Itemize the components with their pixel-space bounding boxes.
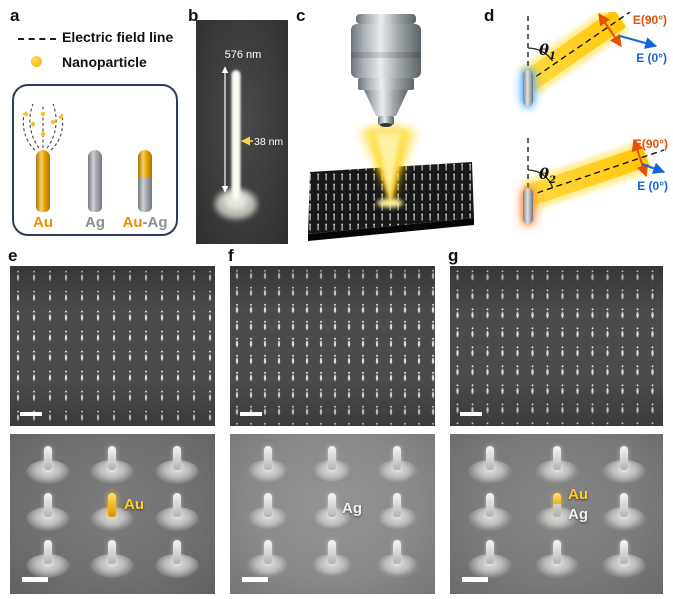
scale-bar bbox=[242, 577, 268, 582]
pillar bbox=[21, 532, 75, 578]
pillar bbox=[241, 438, 295, 484]
microscope-illustration bbox=[308, 14, 474, 241]
e0-label: E (0°) bbox=[637, 179, 668, 193]
scale-bar bbox=[20, 412, 42, 416]
material-label-ag: Ag bbox=[568, 506, 588, 523]
pillar bbox=[241, 485, 295, 531]
scale-bar bbox=[460, 412, 482, 416]
pillar bbox=[597, 438, 651, 484]
sem-closeup-image-auag: Au Ag bbox=[450, 434, 663, 594]
panel-g-letter: g bbox=[448, 246, 459, 265]
pillar bbox=[85, 532, 139, 578]
pillar bbox=[370, 485, 424, 531]
material-label-ag: Ag bbox=[342, 500, 362, 517]
bimetal-label-ag: -Ag bbox=[142, 214, 168, 231]
pillar bbox=[305, 438, 359, 484]
gold-silver-nanorod bbox=[138, 150, 152, 212]
panel-b-letter: b bbox=[188, 6, 199, 25]
dashed-field-line-icon bbox=[18, 38, 56, 40]
pillar bbox=[463, 438, 517, 484]
light-beam bbox=[358, 124, 418, 208]
pillar bbox=[370, 438, 424, 484]
silver-rod-label: Ag bbox=[85, 214, 105, 231]
nanorod-blue-glow bbox=[523, 70, 533, 106]
panel-f-letter: f bbox=[228, 246, 234, 265]
nanorod-orange-glow bbox=[523, 188, 533, 224]
pillar bbox=[463, 532, 517, 578]
nanoparticle-dots bbox=[23, 111, 64, 137]
pillar bbox=[597, 485, 651, 531]
sem-single-nanorod-overlay: 576 nm 38 nm bbox=[215, 49, 283, 219]
beam bbox=[522, 12, 626, 91]
pillar bbox=[530, 438, 584, 484]
scale-bar bbox=[462, 577, 488, 582]
pillar bbox=[150, 532, 204, 578]
e0-arrow bbox=[641, 162, 666, 174]
bimetal-label-au: Au bbox=[122, 214, 143, 231]
length-annotation: 576 nm bbox=[225, 49, 262, 61]
pillar bbox=[530, 532, 584, 578]
scale-bar bbox=[240, 412, 262, 416]
pillar bbox=[597, 532, 651, 578]
nanoparticle-icon bbox=[31, 56, 42, 67]
pillar bbox=[150, 485, 204, 531]
e90-label: E(90°) bbox=[633, 13, 667, 27]
e90-double-arrow bbox=[598, 13, 622, 47]
sem-closeup-image-ag: Ag bbox=[230, 434, 435, 594]
pillar bbox=[370, 532, 424, 578]
material-label-au: Au bbox=[568, 486, 588, 503]
pillar bbox=[21, 485, 75, 531]
pillar bbox=[463, 485, 517, 531]
panel-d-letter: d bbox=[484, 6, 495, 25]
gold-nanorod bbox=[36, 150, 50, 212]
focal-spot bbox=[377, 198, 403, 208]
e90-label: E(90°) bbox=[634, 137, 668, 151]
pillar bbox=[305, 532, 359, 578]
sem-array-image-ag bbox=[230, 266, 435, 426]
legend-field-line-label: Electric field line bbox=[62, 29, 174, 45]
theta2-label: θ2 bbox=[539, 165, 556, 186]
pillar bbox=[150, 438, 204, 484]
pillar bbox=[241, 532, 295, 578]
scattering-diagram-theta2: θ2 E(90°) E (0°) bbox=[523, 137, 668, 224]
sem-array-image-au bbox=[10, 266, 215, 426]
scattering-diagram-theta1: θ1 E(90°) E (0°) bbox=[519, 12, 667, 106]
angle-arc bbox=[527, 169, 554, 188]
scale-bar bbox=[22, 577, 48, 582]
pillar bbox=[85, 438, 139, 484]
panel-c-letter: c bbox=[296, 6, 306, 25]
beam-dashed-axis bbox=[527, 149, 665, 197]
sem-array-image-auag bbox=[450, 266, 663, 426]
objective-lens bbox=[351, 14, 421, 127]
material-label-au: Au bbox=[124, 496, 144, 513]
silver-nanorod bbox=[88, 150, 102, 212]
pillar bbox=[21, 438, 75, 484]
electric-field-lines-graphic bbox=[22, 103, 64, 151]
sem-closeup-image-au: Au bbox=[10, 434, 215, 594]
gold-rod-label: Au bbox=[33, 214, 53, 231]
angle-arc bbox=[527, 47, 554, 62]
bimetal-rod-label: Au-Ag bbox=[120, 214, 170, 231]
panel-a-letter: a bbox=[10, 6, 20, 25]
panel-e-letter: e bbox=[8, 246, 18, 265]
e0-arrow bbox=[619, 35, 658, 49]
legend-nanoparticle-label: Nanoparticle bbox=[62, 54, 147, 70]
width-annotation: 38 nm bbox=[254, 136, 283, 148]
theta1-label: θ1 bbox=[539, 41, 556, 62]
e90-double-arrow bbox=[631, 138, 649, 178]
e0-label: E (0°) bbox=[636, 51, 667, 65]
